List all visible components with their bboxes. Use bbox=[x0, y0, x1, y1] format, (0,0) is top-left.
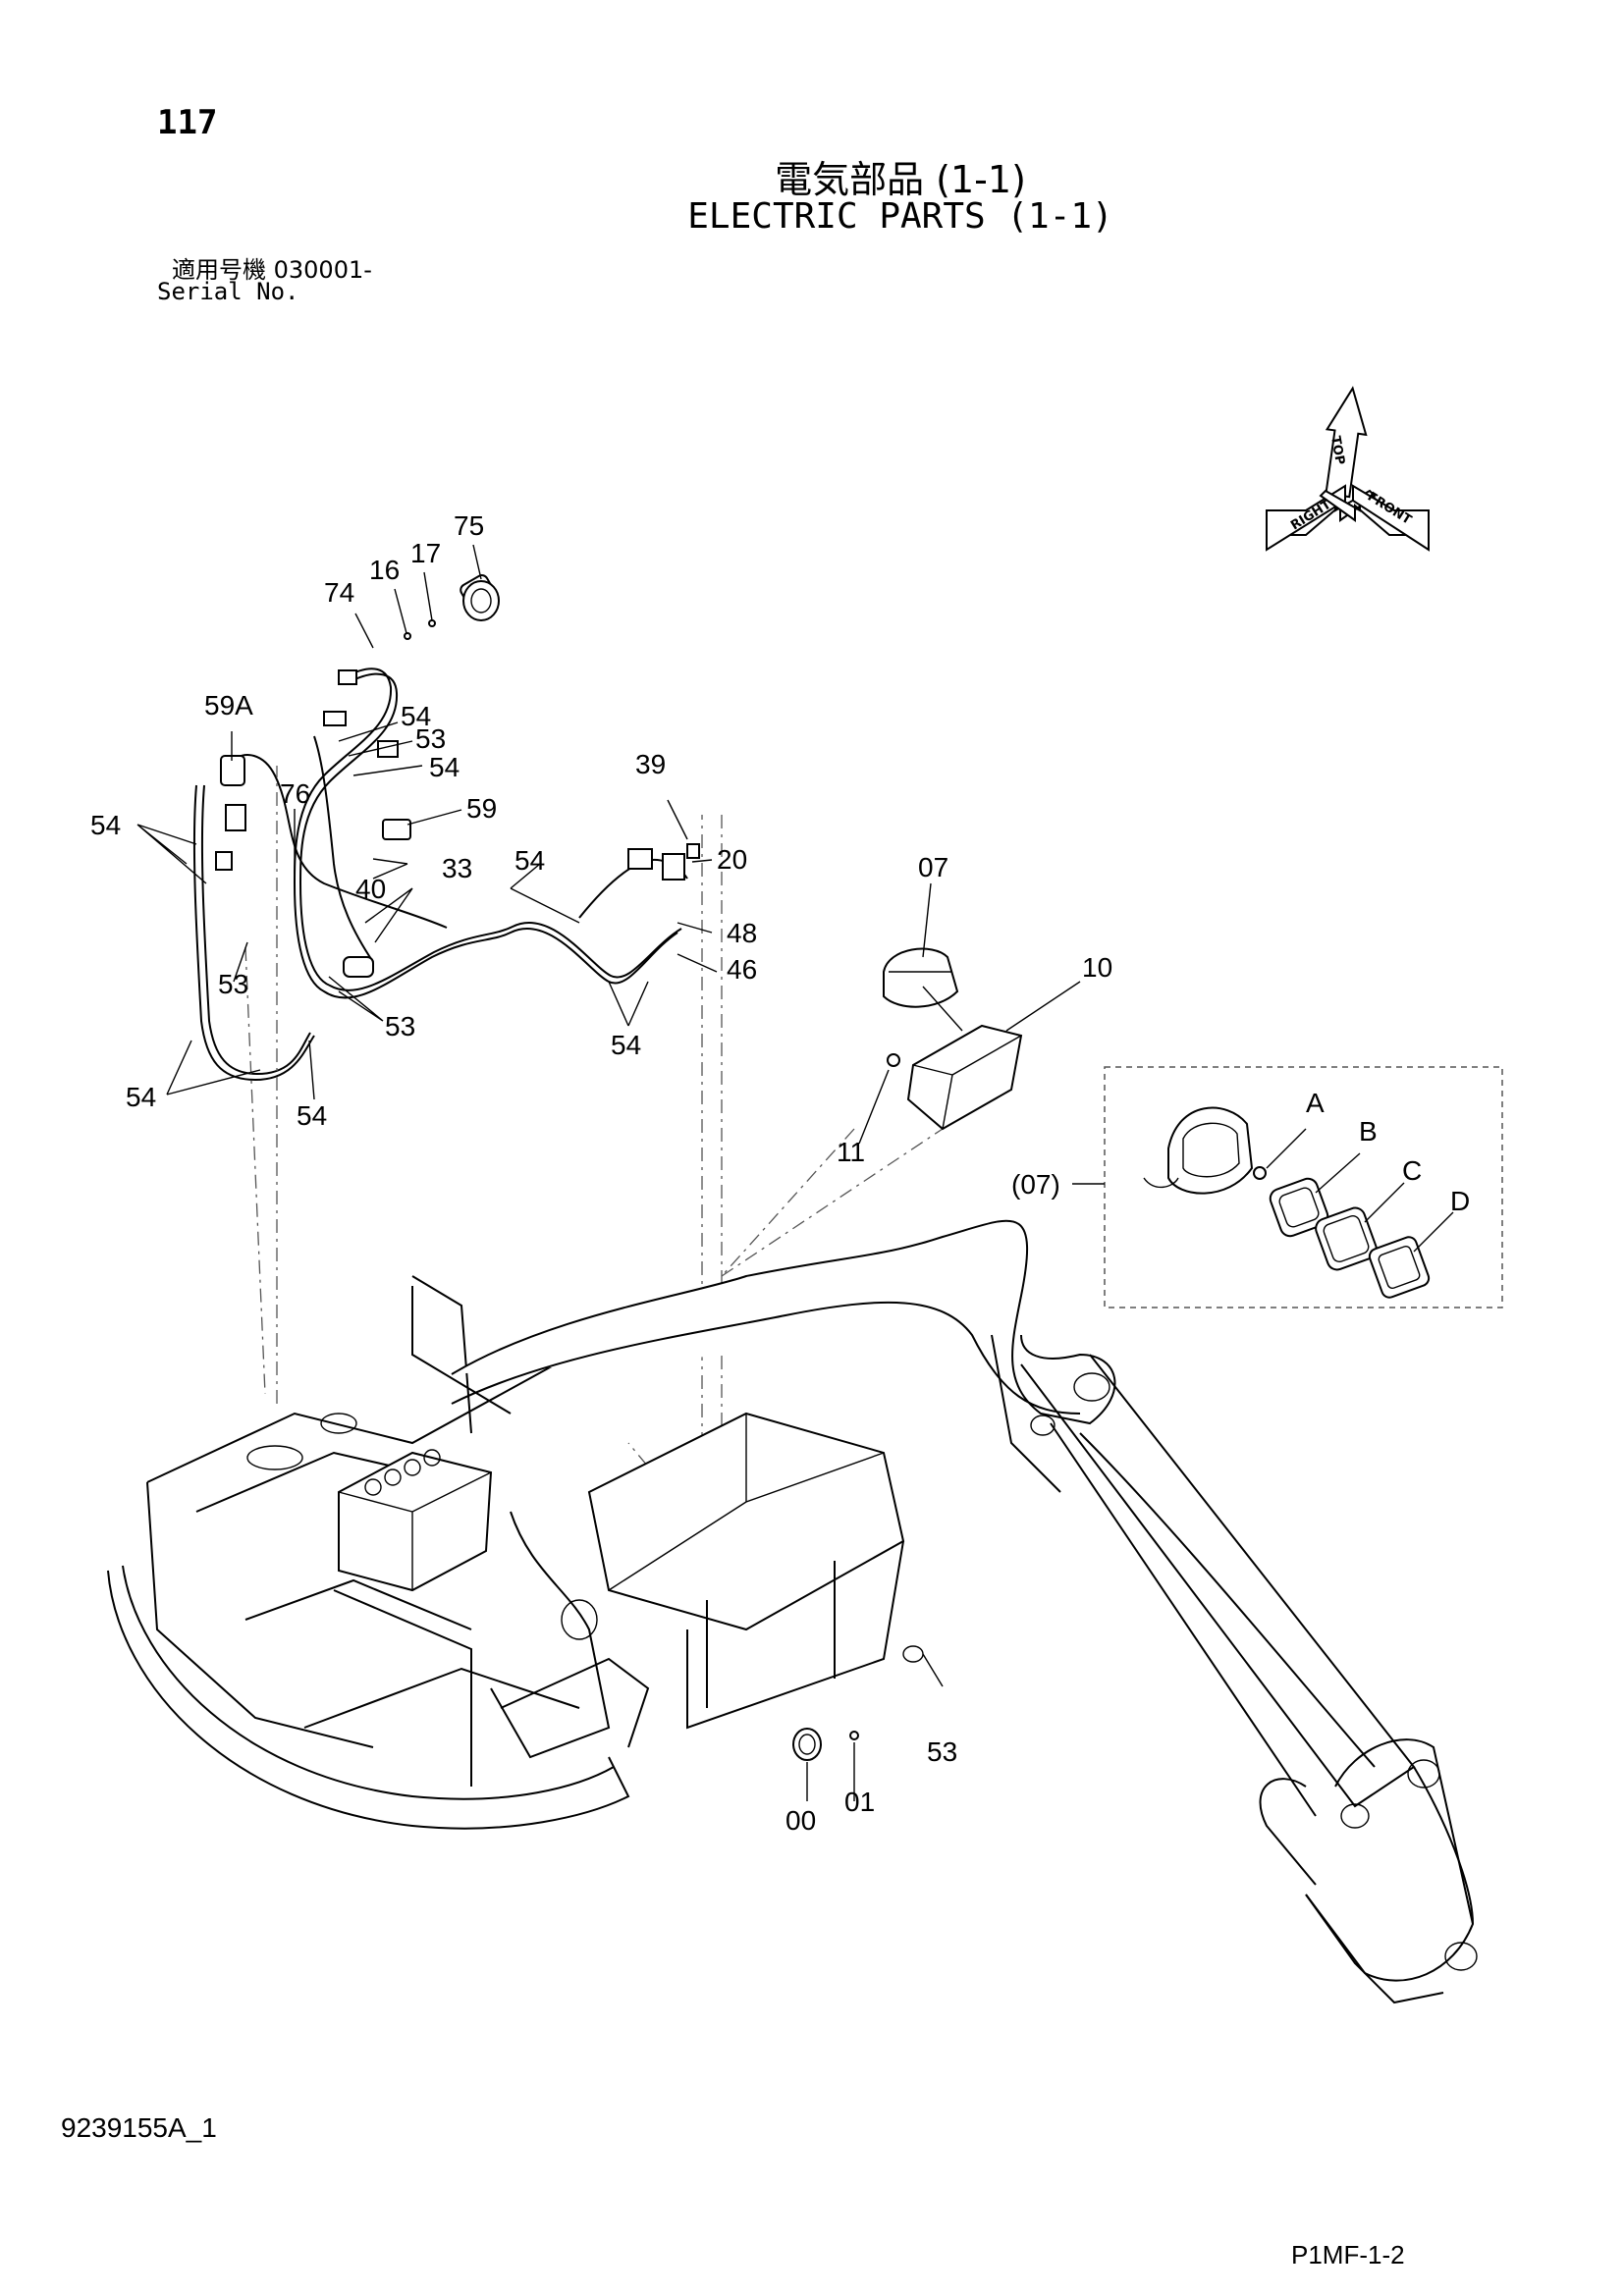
callout-54-bottom: 54 bbox=[297, 1100, 327, 1131]
callout-54-right: 54 bbox=[611, 1030, 641, 1060]
callout-39: 39 bbox=[635, 749, 666, 779]
callout-07-detail: (07) bbox=[1011, 1169, 1060, 1200]
excavator-boom bbox=[451, 1219, 1478, 2004]
callout-75: 75 bbox=[454, 510, 484, 541]
page-title-japanese: 電気部品 (1-1) bbox=[775, 158, 1026, 201]
callout-54-bottom-left: 54 bbox=[126, 1082, 156, 1112]
work-lamp-assembly bbox=[883, 947, 1023, 1131]
callout-D: D bbox=[1450, 1186, 1470, 1216]
callout-17: 17 bbox=[410, 538, 441, 568]
callout-59: 59 bbox=[466, 793, 497, 824]
callout-40: 40 bbox=[355, 874, 386, 904]
callout-20: 20 bbox=[717, 844, 747, 875]
callout-76: 76 bbox=[280, 778, 310, 809]
callout-46: 46 bbox=[727, 954, 757, 985]
lamp-detail-box bbox=[1072, 1066, 1503, 1308]
callout-10: 10 bbox=[1082, 952, 1112, 983]
orient-top-label: TOP bbox=[1327, 435, 1347, 466]
serial-number-japanese: 適用号機 030001- bbox=[172, 256, 372, 284]
callout-74: 74 bbox=[324, 577, 354, 608]
callout-48: 48 bbox=[727, 918, 757, 948]
page-number: 117 bbox=[157, 103, 218, 142]
page-code: P1MF-1-2 bbox=[1291, 2240, 1405, 2269]
callout-11: 11 bbox=[837, 1137, 865, 1167]
callout-54-upper: 54 bbox=[401, 701, 431, 731]
callout-B: B bbox=[1359, 1116, 1378, 1147]
callout-53-upper: 53 bbox=[415, 723, 446, 754]
callout-07: 07 bbox=[918, 852, 948, 882]
serial-number-label: Serial No. bbox=[157, 278, 299, 305]
callout-01: 01 bbox=[844, 1787, 875, 1817]
callout-54-mid: 54 bbox=[514, 845, 545, 876]
callout-C: C bbox=[1402, 1155, 1422, 1186]
callout-53-lower: 53 bbox=[927, 1736, 957, 1767]
page-title-english: ELECTRIC PARTS (1-1) bbox=[687, 196, 1113, 237]
leader-lines bbox=[136, 544, 1081, 1801]
callout-00: 00 bbox=[785, 1805, 816, 1836]
callout-54-left: 54 bbox=[90, 810, 121, 840]
callout-A: A bbox=[1306, 1088, 1325, 1118]
callout-53-left: 53 bbox=[218, 969, 248, 999]
wiring-harness bbox=[192, 574, 944, 1571]
callout-54-upper-2: 54 bbox=[429, 752, 460, 782]
callout-53-center: 53 bbox=[385, 1011, 415, 1041]
callout-59A: 59A bbox=[204, 690, 253, 721]
orientation-indicator: TOP RIGHT FRONT bbox=[1266, 386, 1430, 552]
callout-16: 16 bbox=[369, 555, 400, 585]
excavator-frame bbox=[107, 1275, 924, 1830]
callout-33: 33 bbox=[442, 853, 472, 883]
document-code: 9239155A_1 bbox=[61, 2112, 217, 2143]
